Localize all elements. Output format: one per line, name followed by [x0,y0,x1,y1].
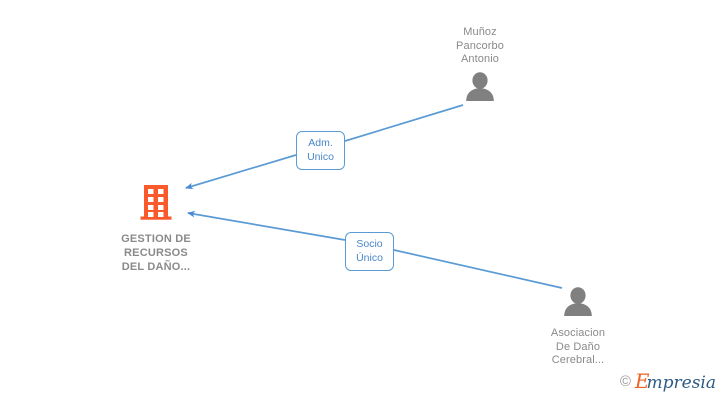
edge-socio-unico-line [187,210,563,289]
edge-label-socio-unico[interactable]: Socio Único [345,232,394,271]
node-person-bottom[interactable]: Asociacion De Daño Cerebral... [498,287,658,368]
node-person-top[interactable]: Muñoz Pancorbo Antonio [400,26,560,106]
brand-initial: E [634,369,650,393]
node-company[interactable]: GESTION DE RECURSOS DEL DAÑO... [76,183,236,274]
brand-name: mpresia [646,373,717,393]
copyright-icon: © [619,373,631,390]
person-icon [561,287,595,321]
edge-adm-unico-line [185,104,464,190]
edge-label-adm-unico[interactable]: Adm. Unico [296,131,345,170]
building-icon [139,183,173,226]
person-bottom-name-label: Asociacion De Daño Cerebral... [550,327,606,366]
person-top-name-label: Muñoz Pancorbo Antonio [456,26,504,65]
company-name-label: GESTION DE RECURSOS DEL DAÑO... [121,233,191,273]
person-icon [463,71,497,106]
empresia-watermark: © E mpresia [620,371,716,392]
